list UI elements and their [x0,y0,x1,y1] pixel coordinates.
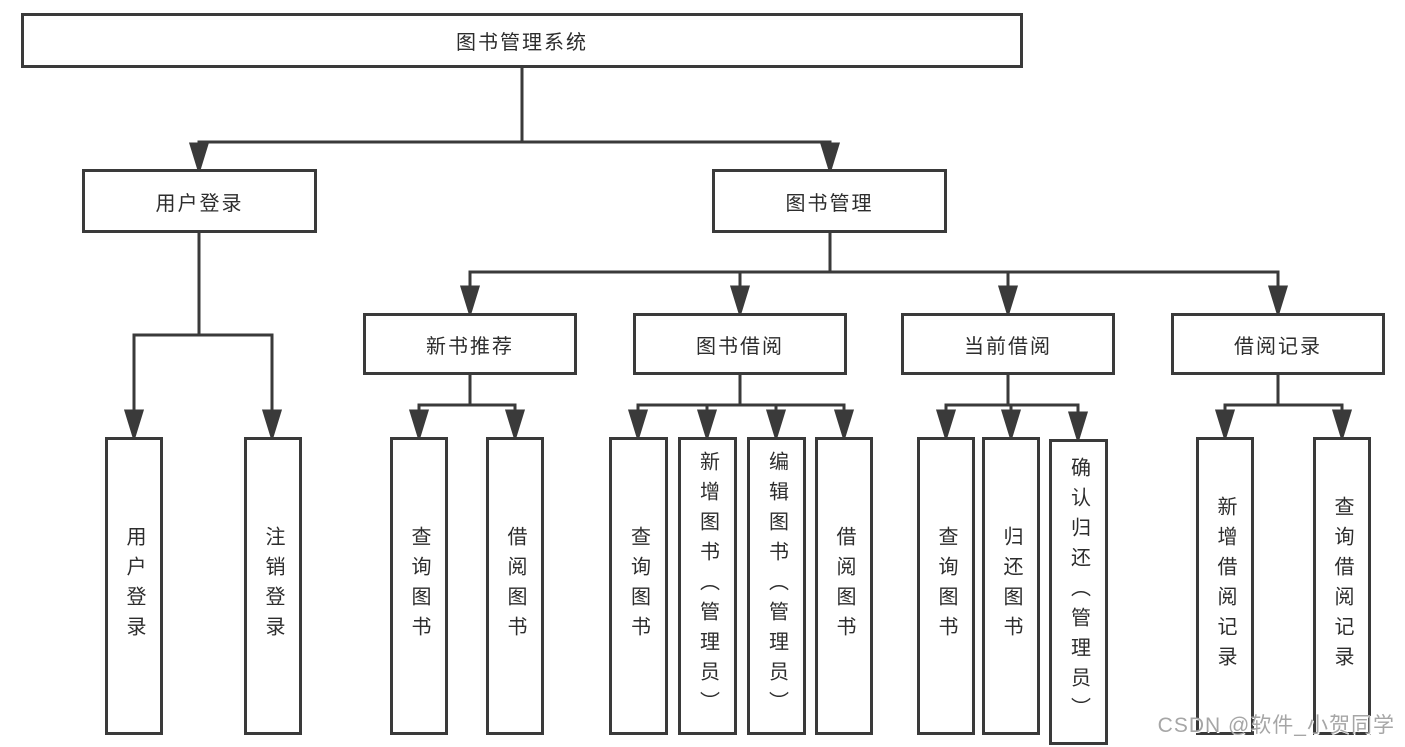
node-rec-borrow-book: 借阅图书 [486,437,544,735]
connector-new-book-rec-children [408,373,526,443]
connector-book-mgmt-children [459,231,1289,319]
node-label: 用户登录 [123,526,145,646]
node-cb-return-book: 归还图书 [982,437,1040,735]
node-label: 新增图书（管理员） [696,451,719,721]
node-label: 当前借阅 [964,335,1052,358]
node-rec-query-book: 查询图书 [390,437,448,735]
node-label: 归还图书 [1000,526,1022,646]
connector-root-children [188,66,841,176]
node-label: 编辑图书（管理员） [765,451,788,721]
node-label: 借阅图书 [833,526,855,646]
node-label: 用户登录 [155,192,244,215]
node-label: 借阅记录 [1234,335,1322,358]
node-label: 确认归还（管理员） [1067,457,1090,727]
node-label: 新书推荐 [426,335,514,358]
node-leaf-logout: 注销登录 [244,437,302,735]
connector-book-borrow-children [627,373,855,443]
node-cb-confirm-return-admin: 确认归还（管理员） [1049,439,1108,745]
node-label: 图书管理系统 [456,32,588,54]
connector-borrow-records-children [1214,373,1353,443]
node-label: 查询借阅记录 [1331,496,1353,676]
node-label: 图书借阅 [696,335,784,358]
node-br-add-record: 新增借阅记录 [1196,437,1254,735]
node-br-query-record: 查询借阅记录 [1313,437,1371,735]
node-book-management: 图书管理 [712,169,947,233]
node-label: 查询图书 [408,526,430,646]
node-bb-query-book: 查询图书 [609,437,668,735]
node-user-login-branch: 用户登录 [82,169,317,233]
node-label: 查询图书 [935,526,957,646]
connector-current-borrow-children [935,373,1089,445]
node-leaf-user-login: 用户登录 [105,437,163,735]
csdn-watermark: CSDN @软件_小贺同学 [1157,714,1395,737]
node-bb-edit-book-admin: 编辑图书（管理员） [747,437,806,735]
node-book-borrowing: 图书借阅 [633,313,847,375]
node-label: 注销登录 [262,526,284,646]
connector-user-login-children [123,231,283,443]
node-label: 借阅图书 [504,526,526,646]
node-cb-query-book: 查询图书 [917,437,975,735]
node-label: 新增借阅记录 [1214,496,1236,676]
node-label: 图书管理 [785,192,874,215]
node-current-borrowing: 当前借阅 [901,313,1115,375]
node-new-book-recommend: 新书推荐 [363,313,577,375]
node-borrowing-records: 借阅记录 [1171,313,1385,375]
node-bb-borrow-book: 借阅图书 [815,437,873,735]
node-label: 查询图书 [627,526,650,646]
node-bb-add-book-admin: 新增图书（管理员） [678,437,737,735]
node-library-system: 图书管理系统 [21,13,1023,68]
